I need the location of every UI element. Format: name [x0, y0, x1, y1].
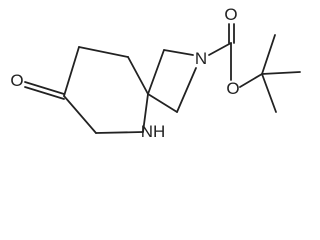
ester-oxygen-label: O [226, 79, 239, 98]
skeletal-formula: O NH N O O [10, 5, 301, 141]
bond-c9-n5 [95, 131, 144, 134]
bond-oe-ct [239, 73, 263, 88]
bond-n5-c4 [142, 93, 149, 133]
bond-c3-c4 [147, 93, 178, 113]
structure-canvas: O NH N O O [10, 5, 301, 141]
bond-c8-c9 [63, 95, 97, 134]
atom-label-layer: O NH N O O [10, 5, 239, 141]
bond-c4-c6 [127, 56, 149, 95]
bond-c7-c8 [63, 46, 80, 97]
bond-ct-me2 [261, 71, 301, 75]
bond-c8-o-b [24, 86, 65, 100]
bond-ct-me1 [261, 34, 276, 75]
ketone-oxygen-label: O [10, 71, 23, 90]
carbonyl-oxygen-label: O [224, 5, 237, 24]
bond-c4-c1 [147, 49, 165, 95]
bond-c6-c7 [78, 46, 129, 58]
bond-n2-cc [208, 42, 232, 56]
bond-c1-n2 [163, 49, 194, 56]
azetidine-nitrogen-label: N [195, 49, 207, 68]
bond-n2-c3 [176, 67, 197, 113]
bond-ct-me3 [261, 73, 277, 113]
amine-nh-label: NH [141, 122, 166, 141]
bond-c8-o-a [24, 81, 65, 95]
bond-layer [24, 23, 301, 134]
